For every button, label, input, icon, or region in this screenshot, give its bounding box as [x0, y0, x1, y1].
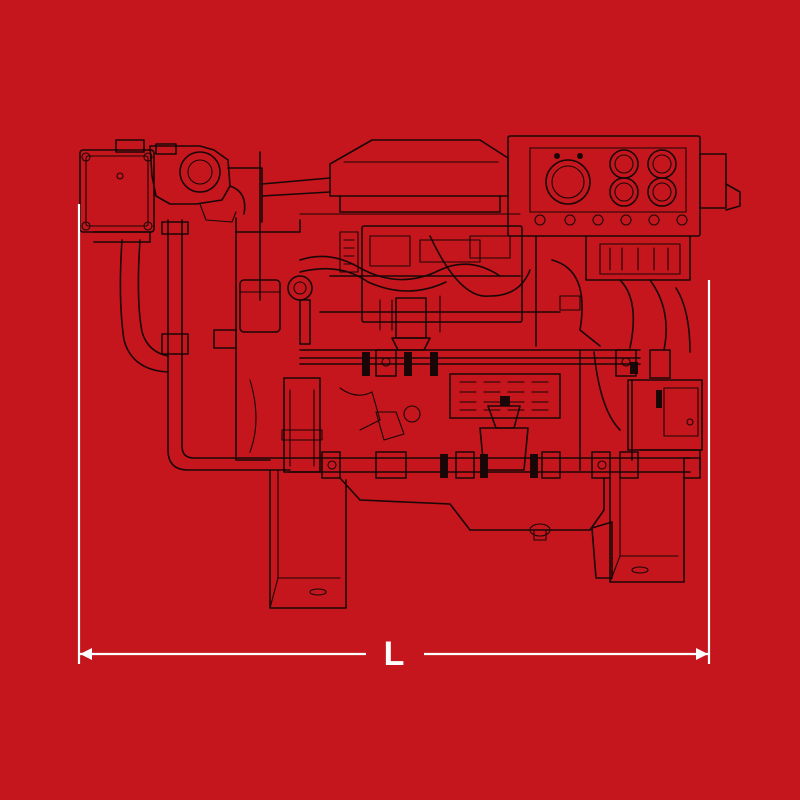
bottom-main-pipe — [289, 451, 691, 479]
valve-cover — [299, 139, 521, 215]
right-engine-mount — [591, 477, 685, 583]
oil-sump — [339, 477, 605, 541]
left-arrowhead — [80, 648, 92, 660]
wiring-harness — [299, 235, 531, 351]
left-end-box — [79, 139, 155, 243]
dimension-line-l — [77, 204, 711, 664]
dimension-label: L — [372, 628, 416, 680]
intake-grille — [449, 373, 561, 471]
misc-details — [235, 235, 581, 453]
left-engine-mount — [269, 469, 347, 609]
right-arrowhead — [696, 648, 708, 660]
middle-pipe — [299, 349, 641, 377]
pump-assembly — [149, 143, 331, 301]
right-valve-cluster — [579, 349, 703, 479]
oil-filter — [213, 275, 313, 349]
control-panel — [507, 135, 741, 281]
left-coolant-pipe — [119, 219, 291, 471]
